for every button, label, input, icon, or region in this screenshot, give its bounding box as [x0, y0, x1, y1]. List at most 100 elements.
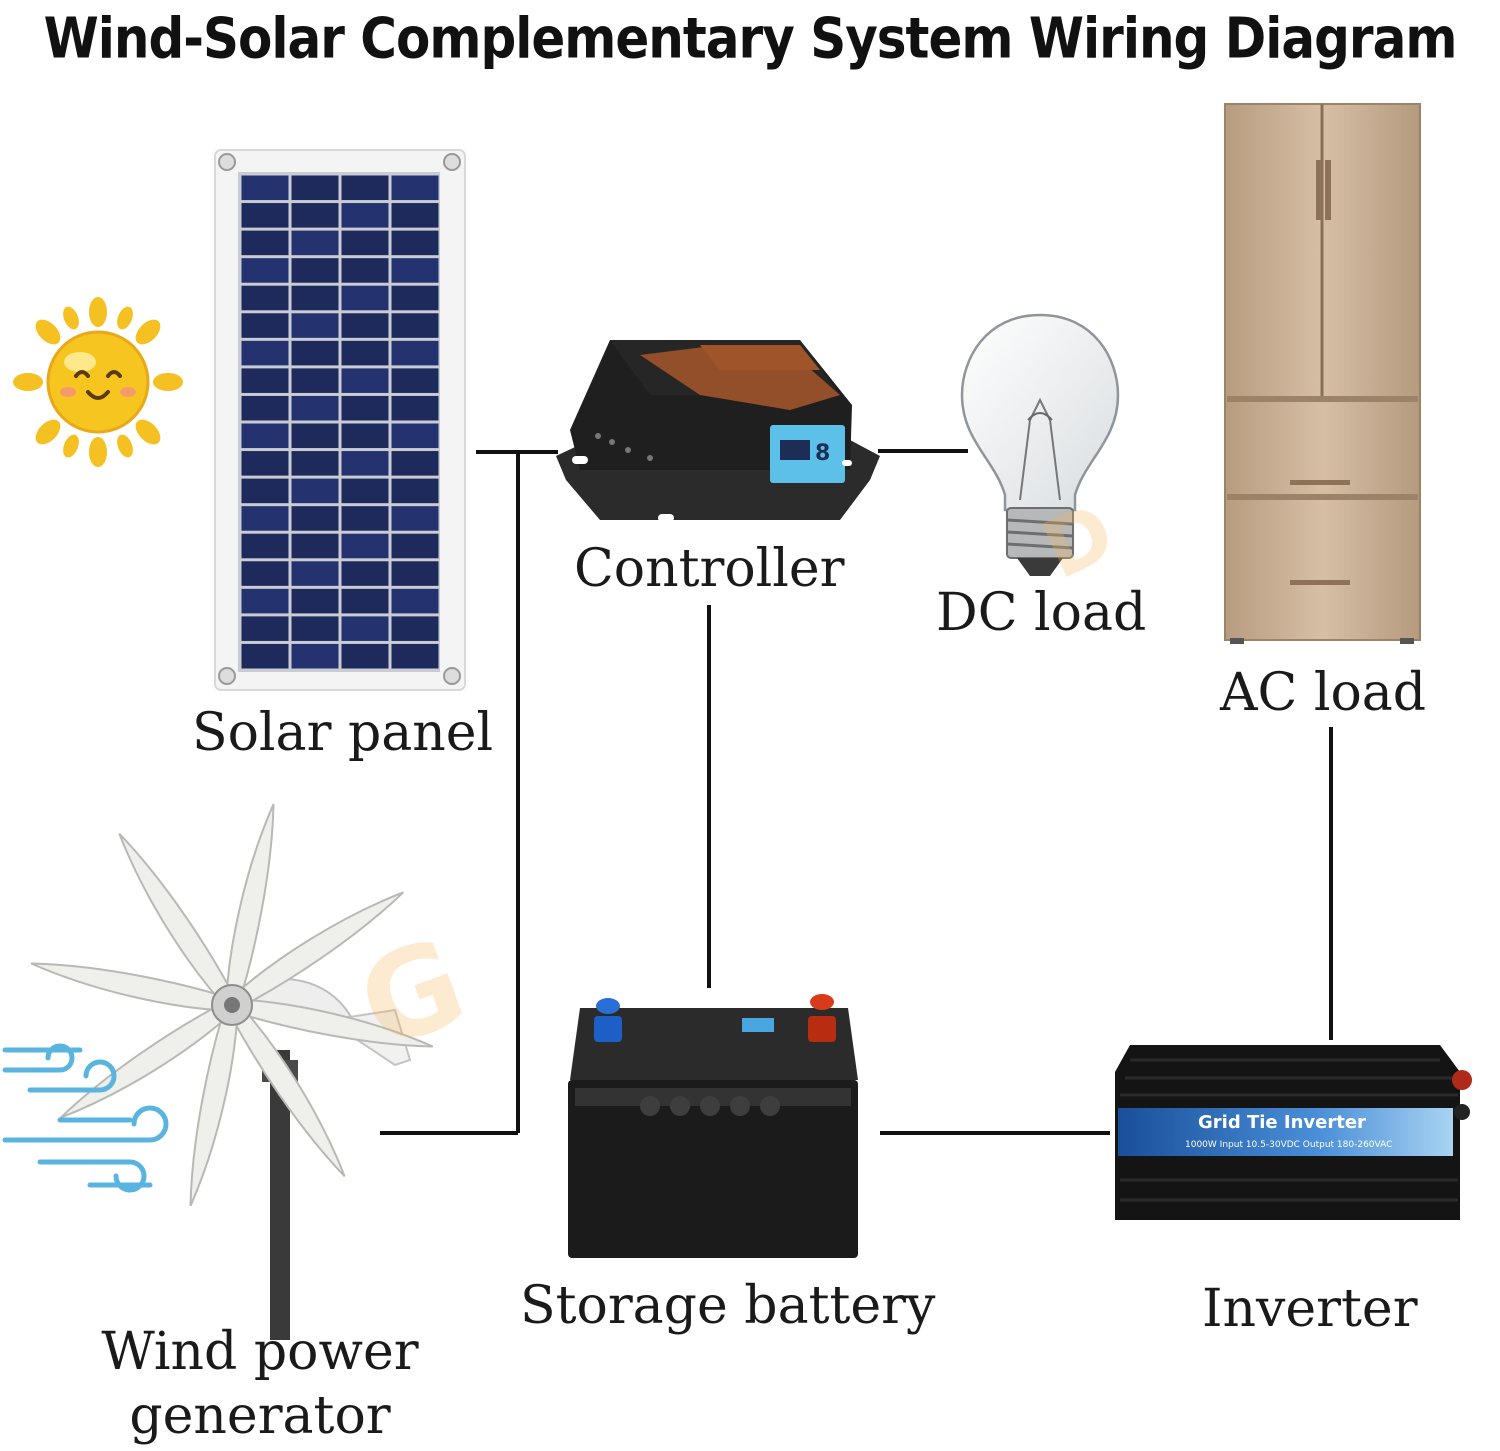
- solar-cell: [291, 533, 339, 559]
- solar-cell: [341, 533, 389, 559]
- solar-cell: [341, 258, 389, 283]
- solar-cell: [291, 451, 339, 476]
- solar-cell: [341, 616, 389, 641]
- solar-panel: [214, 149, 466, 691]
- label-storage-battery: Storage battery: [520, 1276, 936, 1336]
- controller: 8: [556, 340, 880, 522]
- solar-cell: [391, 423, 439, 449]
- solar-cell: [291, 561, 339, 586]
- inverter-spec-text: 1000W Input 10.5-30VDC Output 180-260VAC: [1185, 1140, 1392, 1150]
- solar-cell: [241, 203, 289, 228]
- solar-cell: [241, 175, 289, 201]
- turbine-blade: [225, 803, 275, 1008]
- solar-cell: [291, 258, 339, 283]
- turbine-blade: [225, 1000, 346, 1178]
- wires: [380, 449, 1333, 1135]
- solar-cell: [241, 506, 289, 531]
- solar-cell: [341, 285, 389, 311]
- solar-cell: [391, 451, 439, 476]
- solar-cell: [341, 230, 389, 256]
- solar-cell: [291, 478, 339, 504]
- solar-cell: [341, 340, 389, 366]
- ac-load-fridge: [1224, 103, 1421, 644]
- solar-cell: [291, 643, 339, 669]
- turbine-blade: [118, 832, 239, 1010]
- solar-cell: [291, 616, 339, 641]
- solar-cell: [241, 423, 289, 449]
- solar-cell: [391, 258, 439, 283]
- solar-cell: [291, 175, 339, 201]
- solar-cell: [291, 313, 339, 338]
- solar-cell: [241, 230, 289, 256]
- storage-battery: [568, 994, 858, 1258]
- label-wind-line2: generator: [129, 1386, 391, 1446]
- solar-cell: [241, 478, 289, 504]
- solar-cell: [341, 588, 389, 614]
- inverter-brand-text: Grid Tie Inverter: [1198, 1112, 1366, 1133]
- turbine-blade: [189, 1002, 239, 1207]
- solar-cell: [391, 478, 439, 504]
- solar-cell: [341, 313, 389, 338]
- label-ac-load: AC load: [1220, 663, 1427, 723]
- turbine-blade: [30, 962, 235, 1012]
- inverter: Grid Tie Inverter 1000W Input 10.5-30VDC…: [1115, 1045, 1472, 1220]
- svg-text:G: G: [342, 913, 482, 1077]
- solar-cell: [291, 368, 339, 393]
- solar-cell: [391, 395, 439, 421]
- sun-icon: [13, 297, 183, 467]
- turbine-blade: [227, 891, 405, 1012]
- solar-cell: [291, 230, 339, 256]
- solar-cell: [241, 368, 289, 393]
- solar-cell: [391, 340, 439, 366]
- solar-cell: [341, 368, 389, 393]
- solar-cell: [391, 616, 439, 641]
- solar-cell: [291, 423, 339, 449]
- label-dc-load: DC load: [936, 583, 1147, 643]
- solar-cell: [391, 643, 439, 669]
- solar-cell: [341, 478, 389, 504]
- solar-cell: [291, 395, 339, 421]
- solar-cell: [341, 451, 389, 476]
- solar-cell: [241, 616, 289, 641]
- diagram-title: Wind-Solar Complementary System Wiring D…: [43, 6, 1458, 71]
- solar-cell: [341, 643, 389, 669]
- solar-cell: [241, 258, 289, 283]
- solar-cell: [341, 506, 389, 531]
- label-wind-power-generator: Wind power generator: [90, 1320, 430, 1448]
- solar-cell: [341, 561, 389, 586]
- wind-swirl-icon: [2, 1043, 169, 1193]
- solar-cell: [241, 340, 289, 366]
- label-wind-line1: Wind power: [101, 1322, 419, 1382]
- solar-cell: [291, 203, 339, 228]
- solar-cell: [241, 395, 289, 421]
- solar-cell: [391, 368, 439, 393]
- solar-cell: [391, 506, 439, 531]
- solar-cell: [391, 230, 439, 256]
- solar-cell: [241, 643, 289, 669]
- solar-cell: [391, 203, 439, 228]
- solar-cell: [291, 340, 339, 366]
- svg-text:8: 8: [815, 441, 830, 466]
- solar-cell: [241, 313, 289, 338]
- solar-cell: [241, 451, 289, 476]
- solar-cell: [391, 175, 439, 201]
- solar-cell: [391, 313, 439, 338]
- solar-cell: [391, 285, 439, 311]
- wind-power-generator: [30, 803, 434, 1340]
- solar-cell: [341, 175, 389, 201]
- label-inverter: Inverter: [1202, 1279, 1418, 1339]
- solar-cell: [391, 588, 439, 614]
- solar-cell: [341, 395, 389, 421]
- dc-load-bulb: [960, 313, 1120, 576]
- solar-cell: [391, 561, 439, 586]
- solar-cell: [341, 423, 389, 449]
- turbine-blades: [30, 803, 434, 1207]
- solar-cell: [241, 588, 289, 614]
- solar-cell: [341, 203, 389, 228]
- label-solar-panel: Solar panel: [192, 703, 494, 763]
- solar-cell: [241, 561, 289, 586]
- turbine-blade: [229, 998, 434, 1048]
- label-controller: Controller: [574, 539, 845, 599]
- solar-cell: [241, 533, 289, 559]
